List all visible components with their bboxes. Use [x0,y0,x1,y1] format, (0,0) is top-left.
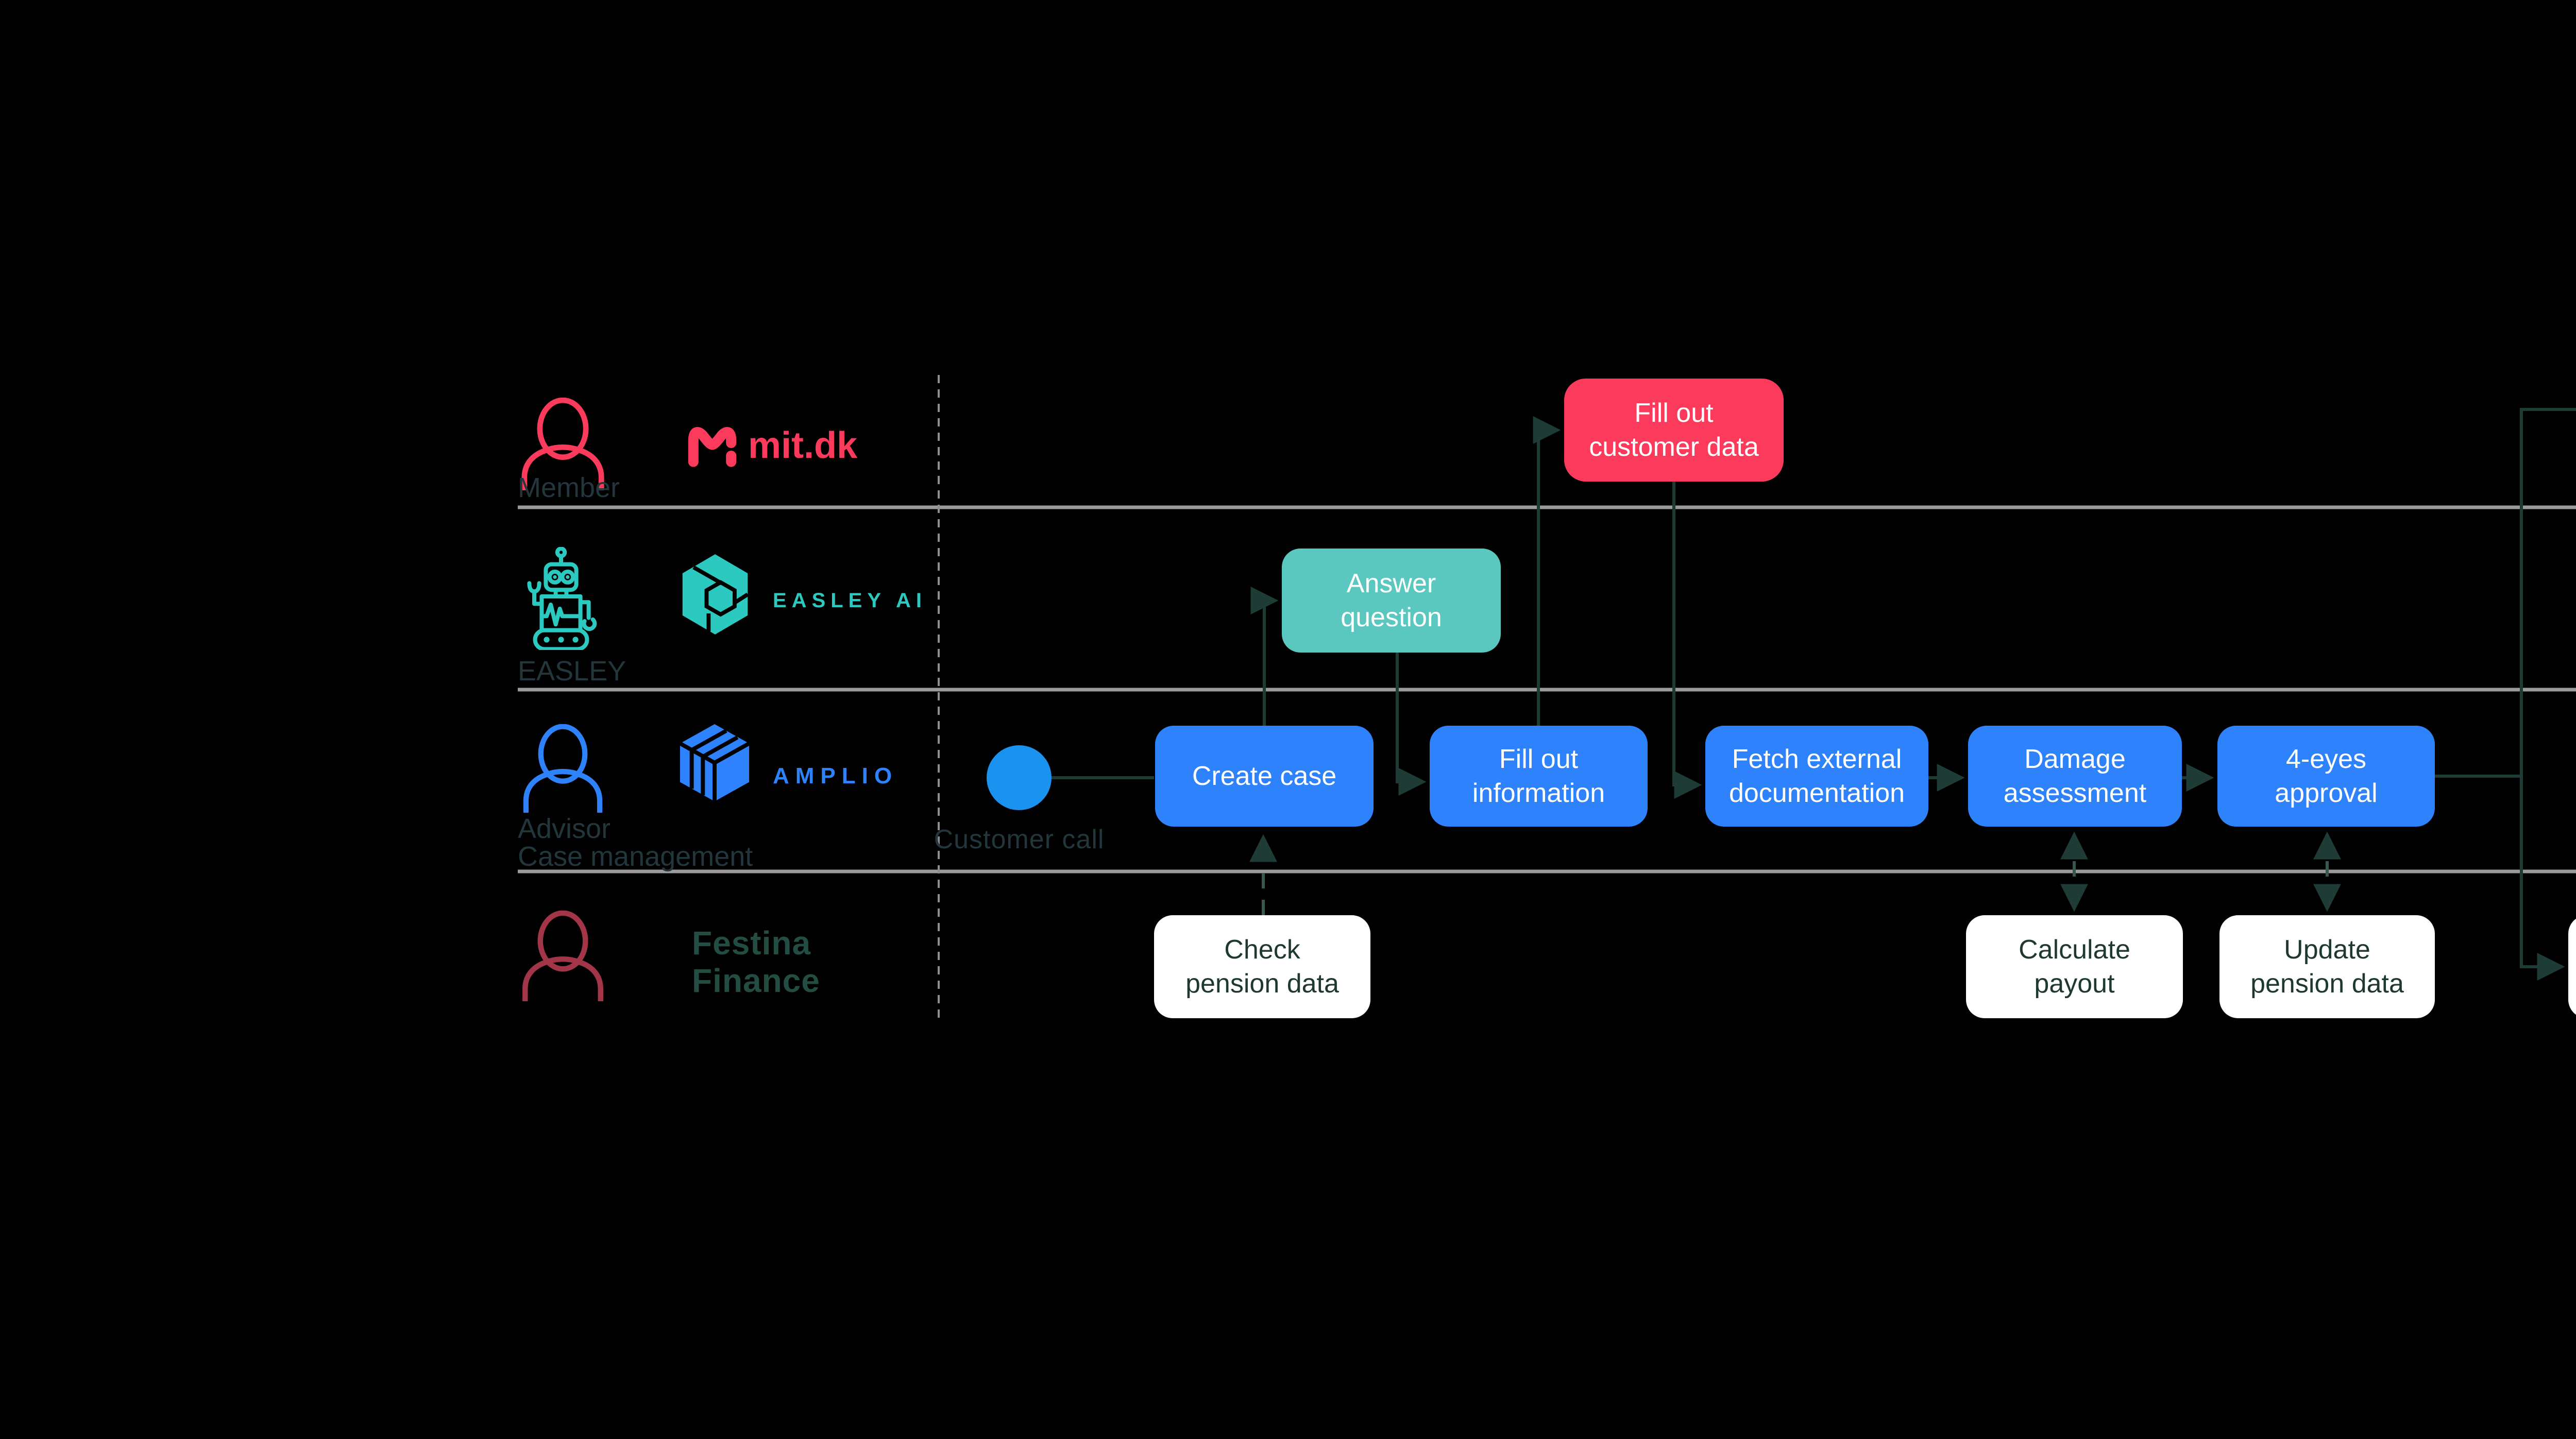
lane-label-member: Member [518,472,620,503]
lane-label-easley: EASLEY [518,656,626,687]
lane-sublabel-case-management: Case management [518,841,753,872]
task-fetch-external-documentation[interactable]: Fetch external documentation [1705,726,1928,827]
start-event-label: Customer call [934,825,1105,854]
task-answer-question[interactable]: Answer question [1282,549,1501,653]
task-label: Damage assessment [2003,744,2147,808]
easley-ai-logo-mark [682,554,749,635]
amplio-logo-text: AMPLIO [773,763,899,789]
task-label: Fill out customer data [1589,398,1759,462]
easley-ai-logo-text: EASLEY AI [773,589,927,612]
flow-create-case-to-answer-question [1250,587,1279,726]
task-label: Calculate payout [2019,935,2130,999]
task-label: 4-eyes approval [2275,744,2378,808]
task-update-pension-data[interactable]: Update pension data [2219,915,2435,1018]
amplio-logo-mark [679,724,751,801]
task-damage-assessment[interactable]: Damage assessment [1968,726,2182,827]
task-label: Answer question [1341,569,1442,632]
easley-robot-icon [527,547,597,650]
task-label: Update pension data [2250,935,2404,999]
advisor-person-icon [523,724,603,813]
task-label: Check pension data [1185,935,1339,999]
task-payout[interactable]: Payout [2568,915,2576,1018]
task-calculate-payout[interactable]: Calculate payout [1966,915,2183,1018]
lane-label-advisor: Advisor [518,813,611,844]
task-create-case[interactable]: Create case [1155,726,1374,827]
festina-person-icon [522,911,603,1001]
start-event-customer-call[interactable] [987,745,1052,810]
task-fill-out-customer-data[interactable]: Fill out customer data [1564,379,1784,482]
festina-finance-logo-text: Festina Finance [692,924,820,999]
end-event-label: Decision made [2572,459,2576,490]
mitdk-logo-mark [688,427,737,467]
flow-four-eyes-to-decision-made [2435,408,2576,778]
task-label: Fetch external documentation [1728,744,1905,808]
flow-branch-to-payout [2520,776,2565,981]
task-label: Fill out information [1472,744,1605,808]
flow-fill-out-customer-data-to-fetch-external-documentation [1672,482,1702,799]
task-four-eyes-approval[interactable]: 4-eyes approval [2217,726,2435,827]
flow-answer-question-to-fill-out-information [1396,653,1427,796]
member-person-icon [521,398,604,490]
flow-fill-out-information-to-fill-out-customer-data [1533,416,1561,726]
task-label: Create case [1192,761,1337,791]
task-check-pension-data[interactable]: Check pension data [1154,915,1370,1018]
task-fill-out-information[interactable]: Fill out information [1430,726,1648,827]
mitdk-logo-text: mit.dk [748,425,858,466]
